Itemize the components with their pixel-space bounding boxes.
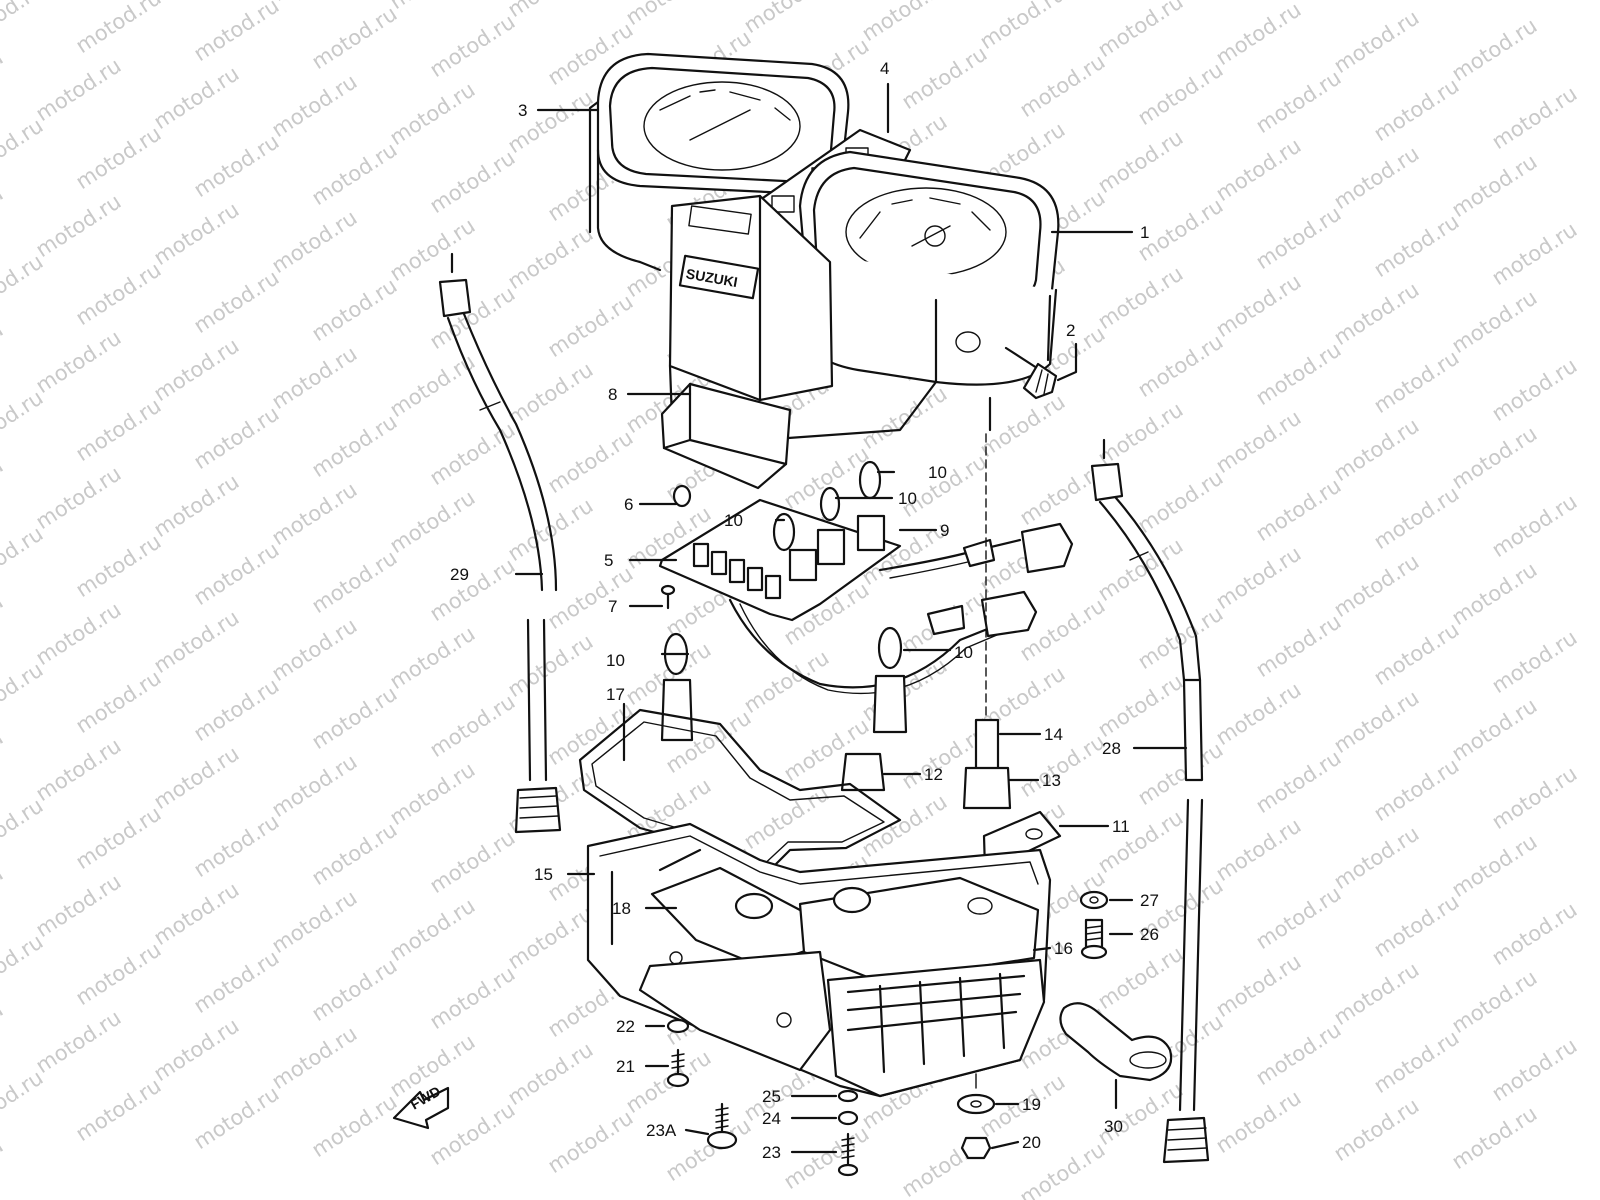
callout-14: 14 — [1044, 725, 1063, 744]
callout-23a: 23A — [646, 1121, 677, 1140]
small-screw-7 — [660, 584, 676, 610]
callout-8: 8 — [608, 385, 617, 404]
callout-18: 18 — [612, 899, 631, 918]
callout-2: 2 — [1066, 321, 1075, 340]
callout-12: 12 — [924, 765, 943, 784]
trip-knob — [1004, 346, 1058, 400]
callout-11: 11 — [1112, 817, 1130, 836]
callout-7: 7 — [608, 597, 617, 616]
grommets — [840, 396, 1012, 810]
callout-10-upper-left: 10 — [724, 511, 743, 530]
fasteners — [666, 890, 1109, 1177]
speedometer-cable — [1090, 438, 1210, 1164]
cable-guide-30 — [1059, 1002, 1173, 1082]
callout-24: 24 — [762, 1109, 781, 1128]
center-cover: SUZUKI — [668, 194, 938, 442]
fwd-arrow: FWD — [392, 1083, 450, 1130]
callout-17: 17 — [606, 685, 625, 704]
callout-27: 27 — [1140, 891, 1159, 910]
callout-19: 19 — [1022, 1095, 1041, 1114]
callout-23: 23 — [762, 1143, 781, 1162]
lower-bulbs — [660, 626, 908, 742]
callout-22: 22 — [616, 1017, 635, 1036]
callout-30: 30 — [1104, 1117, 1123, 1136]
callout-4: 4 — [880, 59, 889, 78]
speedometer-housing — [798, 150, 1060, 386]
callout-9: 9 — [940, 521, 949, 540]
callout-10-lower-right: 10 — [954, 643, 973, 662]
callout-5: 5 — [604, 551, 613, 570]
callout-labels: 1 2 3 4 5 6 7 8 9 10 10 10 10 10 11 12 1… — [450, 59, 1159, 1162]
callout-13: 13 — [1042, 771, 1061, 790]
lower-case — [586, 822, 1052, 1098]
tachometer-cable — [438, 252, 562, 834]
tachometer-housing — [588, 52, 850, 272]
callout-21: 21 — [616, 1057, 635, 1076]
callout-1: 1 — [1140, 223, 1149, 242]
callout-3: 3 — [518, 101, 527, 120]
leader-lines — [514, 82, 1188, 1154]
socket-cover — [660, 382, 792, 490]
callout-10-upper-mid: 10 — [898, 489, 917, 508]
socket-board — [658, 460, 1074, 695]
callout-28: 28 — [1102, 739, 1121, 758]
callout-29: 29 — [450, 565, 469, 584]
callout-15: 15 — [534, 865, 553, 884]
callout-10-upper-right: 10 — [928, 463, 947, 482]
callout-20: 20 — [1022, 1133, 1041, 1152]
callout-26: 26 — [1140, 925, 1159, 944]
callout-10-lower-left: 10 — [606, 651, 625, 670]
callout-25: 25 — [762, 1087, 781, 1106]
callout-16: 16 — [1054, 939, 1073, 958]
callout-6: 6 — [624, 495, 633, 514]
